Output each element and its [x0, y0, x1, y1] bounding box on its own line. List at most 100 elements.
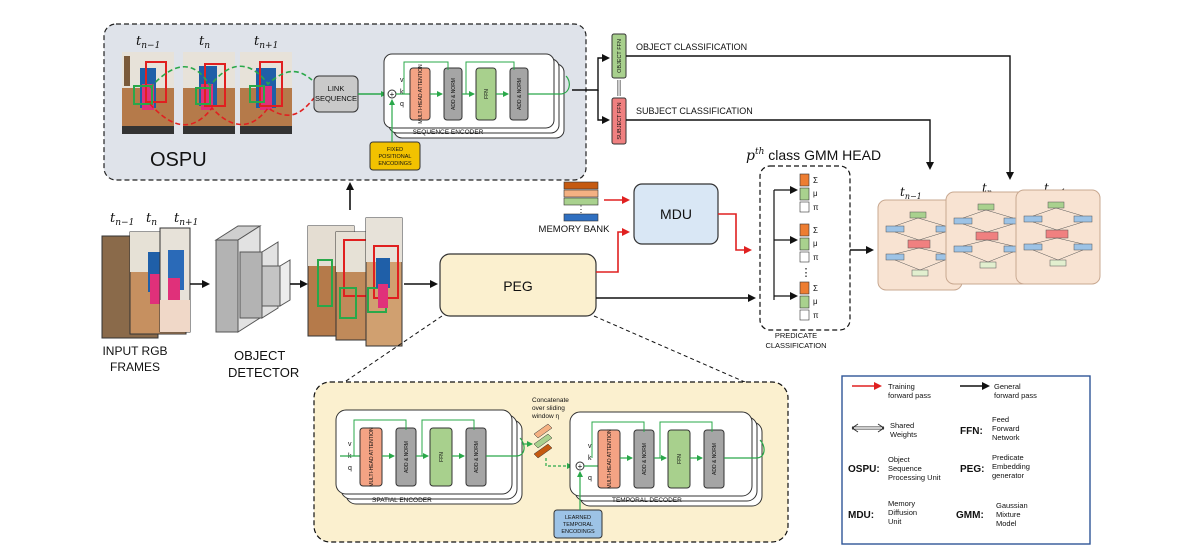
spatial-mha-label: MULTI-HEAD ATTENTION: [369, 427, 375, 487]
object-classification-arrow: [626, 55, 1014, 180]
ospu-frame-cur: [183, 52, 235, 134]
ospu-label: OSPU: [150, 149, 207, 171]
ospu-addnorm-1-label: ADD & NORM: [451, 78, 457, 110]
legend-mdu-key: MDU:: [848, 510, 874, 521]
gmm-head-branches: [773, 186, 798, 300]
ospu-frame-label-prev: tn−1: [136, 34, 160, 51]
subject-ffn-label: SUBJECT FFN: [617, 102, 623, 139]
legend-ospu-key: OSPU:: [848, 464, 880, 475]
sequence-encoder-label: SEQUENCE ENCODER: [413, 129, 484, 136]
gmm-pi-1: π: [813, 203, 819, 212]
temporal-mha-label: MULTI-HEAD ATTENTION: [607, 429, 613, 489]
detected-frames-stack: [307, 217, 403, 347]
peg-to-mdu-arrow: [596, 228, 630, 273]
input-frame-label-prev: tn−1: [110, 211, 134, 228]
spatial-input-q: q: [348, 465, 352, 472]
legend-gmm-key: GMM:: [956, 510, 984, 521]
gmm-sigma-2: Σ: [813, 226, 818, 235]
temporal-addnorm-1-label: ADD & NORM: [642, 443, 648, 475]
input-frames-stack: [101, 227, 191, 339]
memory-bank-label: MEMORY BANK: [539, 224, 611, 235]
svg-text:+: +: [578, 462, 583, 471]
peg-box: [439, 253, 597, 317]
ospu-input-v: v: [400, 77, 404, 84]
peg-zoom-left: [317, 315, 443, 401]
svg-text:+: +: [390, 90, 395, 99]
temporal-decoder-label: TEMPORAL DECODER: [612, 497, 682, 504]
ospu-frame-label-next: tn+1: [254, 34, 278, 51]
ospu-input-q: q: [400, 101, 404, 108]
spatial-encoder-label: SPATIAL ENCODER: [372, 497, 432, 504]
gmm-sigma-k: Σ: [813, 284, 818, 293]
ospu-addnorm-2-label: ADD & NORM: [517, 78, 523, 110]
input-frame-label-cur: tn: [146, 211, 157, 228]
scene-graph-prev: [877, 199, 963, 291]
ospu-ffn-label: FFN: [484, 89, 490, 99]
spatial-mha-block: [359, 427, 383, 487]
ospu-to-heads-arrow: [572, 54, 610, 91]
gmm-component-k: Σ μ π: [799, 281, 819, 321]
ospu-input-k: k: [400, 89, 404, 96]
spatial-addnorm-2-block: [465, 427, 487, 487]
spatial-ffn-label: FFN: [439, 452, 445, 462]
learned-temporal-encodings-box: [553, 509, 603, 539]
spatial-ffn-block: [429, 427, 453, 487]
gmm-mu-1: μ: [813, 189, 818, 198]
concatenated-features: [533, 423, 553, 459]
spatial-addnorm-1-label: ADD & NORM: [404, 441, 410, 473]
spatial-addnorm-2-label: ADD & NORM: [474, 441, 480, 473]
object-detector-icon: [214, 225, 291, 333]
gmm-pi-2: π: [813, 253, 819, 262]
ospu-frame-label-cur: tn: [199, 34, 210, 51]
subject-classification-arrow: [626, 119, 934, 170]
ospu-frame-prev: [122, 52, 174, 134]
legend-peg-key: PEG:: [960, 464, 984, 475]
temporal-ffn-block: [667, 429, 691, 489]
scene-graph-next: [1015, 189, 1101, 285]
peg-label: PEG: [503, 278, 533, 294]
ospu-red-track: [149, 97, 315, 126]
mdu-to-gmm-arrow: [718, 213, 752, 254]
input-frame-label-next: tn+1: [174, 211, 198, 228]
gmm-sigma-1: Σ: [813, 176, 818, 185]
gmm-component-1: Σ μ π: [799, 173, 819, 213]
temporal-addnorm-2-block: [703, 429, 725, 489]
gmm-dots: ⋮: [801, 267, 812, 279]
gmm-mu-2: μ: [813, 239, 818, 248]
svg-text:⋮: ⋮: [577, 204, 586, 214]
gmm-head-title: pth class GMM HEAD: [746, 147, 881, 164]
gmm-pi-k: π: [813, 311, 819, 320]
scene-graph-cur: [945, 191, 1031, 285]
temporal-input-v: v: [588, 443, 592, 450]
peg-detail-panel: SPATIAL ENCODER v k q MULTI-HEAD ATTENTI…: [313, 381, 789, 543]
mdu-label: MDU: [660, 206, 692, 222]
temporal-input-k: k: [588, 455, 592, 462]
subject-ffn-box: [611, 97, 627, 145]
fixed-positional-encodings-box: [369, 141, 421, 171]
output-frame-label-prev: tn−1: [900, 185, 922, 201]
sequence-encoder: SEQUENCE ENCODER + v k q MULTI-HEAD ATTE…: [383, 53, 570, 139]
object-ffn-label: OBJECT FFN: [617, 39, 623, 73]
legend-shared-weights-icon: [851, 423, 885, 433]
temporal-addnorm-2-label: ADD & NORM: [712, 443, 718, 475]
temporal-ffn-label: FFN: [677, 454, 683, 464]
ospu-frame-next: [240, 52, 292, 134]
temporal-input-q: q: [588, 475, 592, 482]
object-classification-label: OBJECT CLASSIFICATION: [636, 42, 747, 52]
ospu-panel: OSPU tn−1 tn tn+1: [103, 23, 587, 181]
